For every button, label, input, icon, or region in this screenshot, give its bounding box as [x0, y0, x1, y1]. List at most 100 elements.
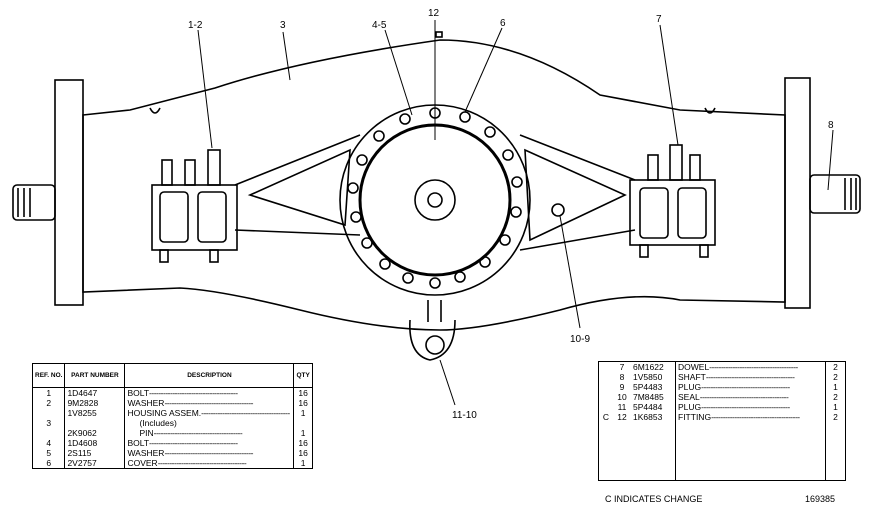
- row-qty: 2: [825, 392, 846, 402]
- callout-11-10: 11-10: [452, 410, 477, 421]
- row-part: 5P4484: [631, 402, 676, 412]
- dotted-leader: --------------------------------------: [149, 388, 238, 398]
- row-part: 1K6853: [631, 412, 676, 422]
- row-qty: 2: [825, 361, 846, 372]
- row-ref: 4: [32, 438, 66, 448]
- row-qty: 1: [825, 402, 846, 412]
- parts-table-right: 7 6M1622 DOWEL--------------------------…: [598, 361, 846, 481]
- dotted-leader: --------------------------------------: [709, 362, 798, 372]
- row-ref: 11: [617, 402, 627, 412]
- right-bracket: [629, 144, 716, 258]
- dotted-leader: --------------------------------------: [149, 438, 238, 448]
- dotted-leader: --------------------------------------: [711, 412, 800, 422]
- table-row: 6 2V2757 COVER--------------------------…: [32, 458, 313, 469]
- callout-3: 3: [280, 20, 286, 31]
- header-description: DESCRIPTION: [124, 363, 295, 388]
- dotted-leader: --------------------------------------: [701, 382, 790, 392]
- callout-7: 7: [656, 14, 662, 25]
- table-row: 3 (Includes): [32, 418, 313, 428]
- table-row: 2K9062 PIN------------------------------…: [32, 428, 313, 438]
- table-row: 4 1D4608 BOLT---------------------------…: [32, 438, 313, 448]
- row-ref: 9: [619, 382, 625, 392]
- row-desc: FITTING---------------------------------…: [675, 412, 826, 422]
- row-ref: [32, 428, 66, 438]
- drain-plug: [409, 300, 456, 361]
- row-part: 2V2757: [64, 458, 126, 469]
- callout-1-2: 1-2: [188, 20, 203, 31]
- row-desc: SEAL------------------------------------…: [675, 392, 826, 402]
- dotted-leader: --------------------------------------: [699, 392, 789, 402]
- table-row: 1V8255 HOUSING ASSEM.-------------------…: [32, 408, 313, 418]
- dotted-leader: --------------------------------------: [164, 398, 254, 408]
- left-bracket: [151, 149, 238, 263]
- row-part: 1V5850: [631, 372, 676, 382]
- row-ref: 10: [617, 392, 627, 402]
- row-ref: 3: [32, 418, 66, 428]
- row-change-mark: [599, 362, 614, 373]
- row-desc: WASHER----------------------------------…: [124, 448, 295, 458]
- header-qty: QTY: [293, 363, 313, 388]
- callout-6: 6: [500, 18, 506, 29]
- row-qty: 16: [293, 398, 313, 408]
- row-part: 1D4647: [64, 387, 126, 398]
- left-flange: [54, 79, 84, 306]
- row-part: 1V8255: [64, 408, 126, 418]
- table-row: 7 6M1622 DOWEL--------------------------…: [599, 361, 846, 373]
- row-ref: [32, 408, 66, 418]
- row-qty: 2: [825, 372, 846, 382]
- row-qty: 16: [293, 448, 313, 458]
- row-ref: 5: [32, 448, 66, 458]
- dotted-leader: --------------------------------------: [153, 428, 243, 438]
- row-change-mark: [599, 402, 614, 412]
- row-desc: BOLT------------------------------------…: [124, 387, 295, 398]
- row-change-mark: [599, 372, 614, 382]
- parts-table-left: REF. NO. PART NUMBER DESCRIPTION QTY 1 1…: [32, 363, 313, 469]
- row-part: 5P4483: [631, 382, 676, 392]
- row-ref: 12: [617, 412, 627, 422]
- row-part: 6M1622: [631, 361, 676, 372]
- row-change-mark: [599, 392, 614, 402]
- table-spacer: [599, 422, 846, 481]
- callout-12: 12: [428, 8, 440, 19]
- row-part: [64, 418, 126, 428]
- row-part: 2S115: [64, 448, 126, 458]
- right-flange: [784, 77, 811, 309]
- row-part: 9M2828: [64, 398, 126, 408]
- row-qty: 16: [293, 438, 313, 448]
- row-desc: PLUG------------------------------------…: [675, 382, 826, 392]
- table-row: 8 1V5850 SHAFT--------------------------…: [599, 372, 846, 382]
- row-qty: 1: [825, 382, 846, 392]
- dotted-leader: --------------------------------------: [201, 408, 290, 418]
- illustration-number: 169385: [805, 494, 836, 504]
- row-desc: PIN-------------------------------------…: [124, 428, 295, 438]
- header-part-number: PART NUMBER: [64, 363, 126, 388]
- row-change-mark: C: [602, 412, 610, 422]
- row-ref: 7: [619, 362, 625, 372]
- table-row: 2 9M2828 WASHER-------------------------…: [32, 398, 313, 408]
- right-shaft: [809, 174, 861, 214]
- plug-hole: [551, 203, 565, 217]
- callout-10-9: 10-9: [570, 334, 590, 345]
- row-desc: COVER-----------------------------------…: [124, 458, 295, 469]
- row-change-mark: [599, 382, 614, 392]
- header-ref: REF. NO.: [32, 363, 66, 388]
- table-row: 9 5P4483 PLUG---------------------------…: [599, 382, 846, 392]
- row-desc: HOUSING ASSEM.--------------------------…: [124, 408, 295, 418]
- change-footnote: C INDICATES CHANGE: [605, 494, 703, 504]
- row-desc: DOWEL-----------------------------------…: [675, 361, 826, 372]
- row-desc: SHAFT-----------------------------------…: [675, 372, 826, 382]
- row-qty: [293, 418, 313, 428]
- cover-seal-ring: [358, 123, 512, 277]
- callout-4-5: 4-5: [372, 20, 387, 31]
- row-ref: 2: [32, 398, 66, 408]
- row-qty: 1: [293, 458, 313, 469]
- callout-8: 8: [828, 120, 834, 131]
- row-desc: PLUG------------------------------------…: [675, 402, 826, 412]
- row-ref: 1: [32, 387, 66, 398]
- row-desc: WASHER----------------------------------…: [124, 398, 295, 408]
- row-desc: BOLT------------------------------------…: [124, 438, 295, 448]
- row-desc: (Includes): [124, 418, 295, 428]
- table-row: 10 7M8485 SEAL--------------------------…: [599, 392, 846, 402]
- table-row: 1 1D4647 BOLT---------------------------…: [32, 387, 313, 398]
